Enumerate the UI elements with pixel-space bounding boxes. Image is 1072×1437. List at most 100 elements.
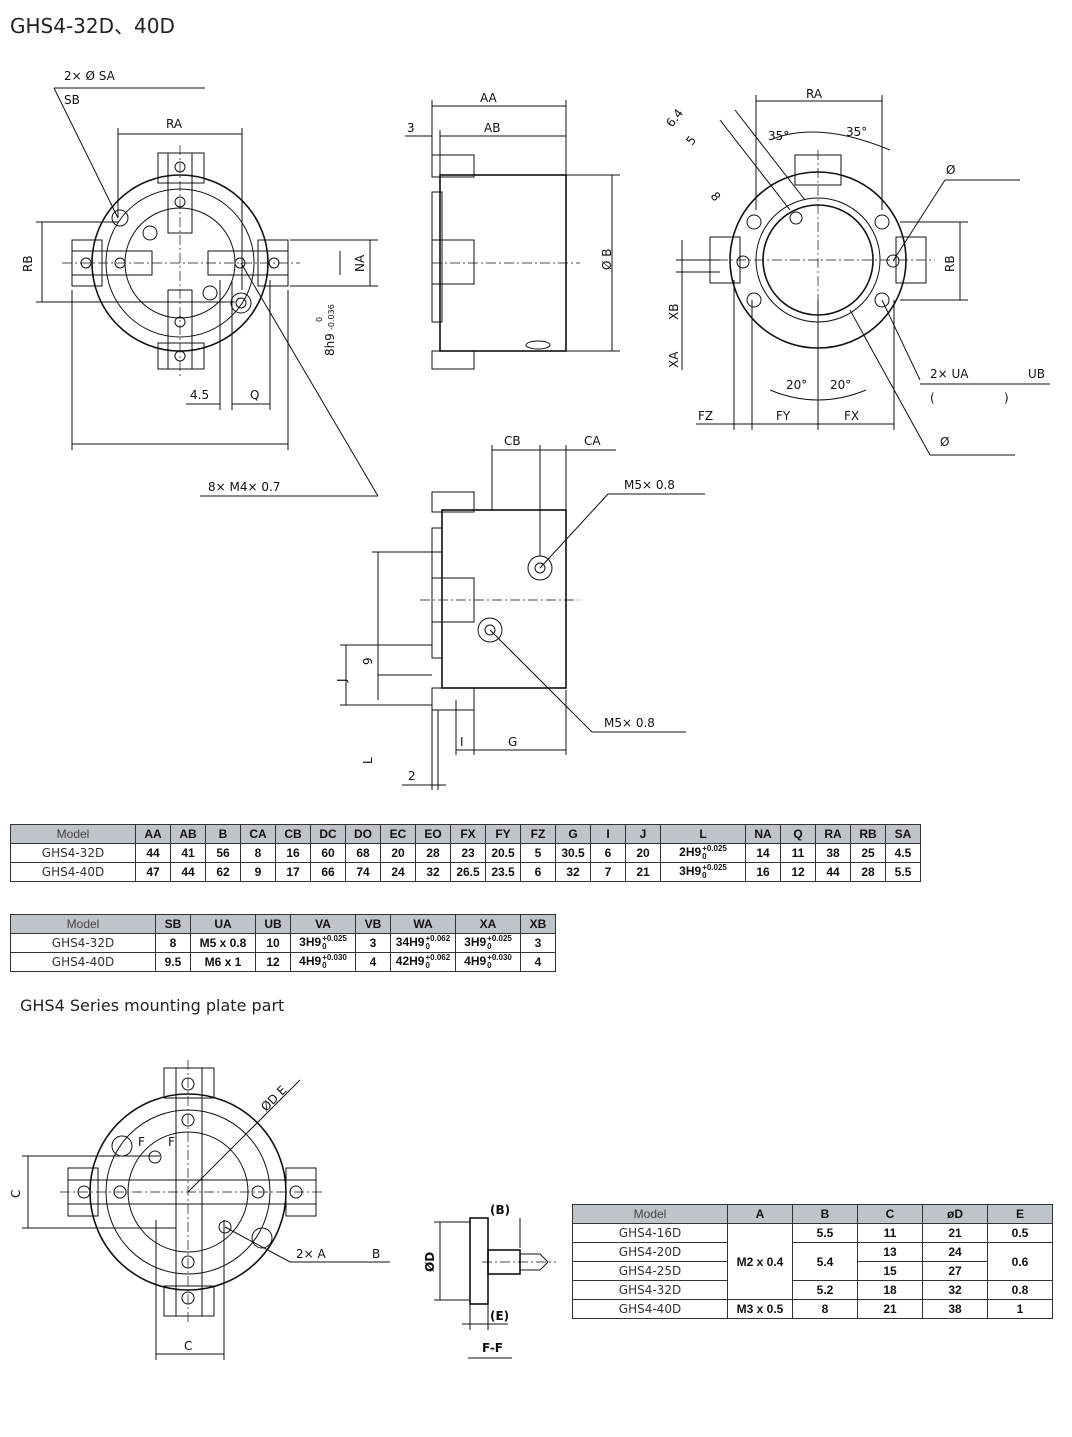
dim-20-right: 20° — [830, 378, 851, 392]
cell-sb: 8 — [155, 933, 191, 953]
col-model: Model — [10, 914, 156, 934]
dim-fx: FX — [844, 409, 859, 423]
cell-a: M2 x 0.4 — [727, 1223, 793, 1300]
cell-cb: 16 — [275, 843, 311, 863]
dim-xa: XA — [667, 351, 681, 368]
cell-do: 74 — [345, 862, 381, 882]
dim-m5-bottom: M5× 0.8 — [604, 716, 655, 730]
cell-i: 7 — [590, 862, 626, 882]
cell-vb: 3 — [355, 933, 391, 953]
cell-cb: 17 — [275, 862, 311, 882]
dim-od-section: ØD — [423, 1252, 437, 1272]
cell-eo: 28 — [415, 843, 451, 863]
col-model: Model — [572, 1204, 728, 1224]
cell-b: 8 — [792, 1299, 858, 1319]
col-model: Model — [10, 824, 136, 844]
col-ua: UA — [190, 914, 256, 934]
cell-sa: 5.5 — [885, 862, 921, 882]
cell-na: 16 — [745, 862, 781, 882]
col-ab: AB — [170, 824, 206, 844]
cell-g: 32 — [555, 862, 591, 882]
cell-j: 21 — [625, 862, 661, 882]
col-ec: EC — [380, 824, 416, 844]
side-view: AA AB 3 Ø B — [405, 91, 620, 370]
cell-fx: 26.5 — [450, 862, 486, 882]
cell-dc: 60 — [310, 843, 346, 863]
cell-i: 6 — [590, 843, 626, 863]
cell-model: GHS4-40D — [572, 1299, 728, 1319]
cell-e: 1 — [987, 1299, 1053, 1319]
col-ra: RA — [815, 824, 851, 844]
back-view: RA 6.4 5 8 35° 35° Ø RB XB XA 2× UA UB (… — [663, 87, 1050, 456]
cell-do: 68 — [345, 843, 381, 863]
front-view: 2× Ø SA SB RA RB NA 8h9 0 -0.036 4.5 Q 8… — [21, 69, 379, 497]
dim-aa: AA — [480, 91, 498, 105]
dim-rb-back: RB — [943, 255, 957, 272]
cell-b: 62 — [205, 862, 241, 882]
cell-c: 11 — [857, 1223, 923, 1243]
dim-m4: 8× M4× 0.7 — [208, 480, 280, 494]
dim-rb-front: RB — [21, 255, 35, 272]
dim-q: Q — [250, 388, 259, 402]
dim-ra-front: RA — [166, 117, 183, 131]
cell-ra: 44 — [815, 862, 851, 882]
dim-sa: 2× Ø SA — [64, 69, 116, 83]
dim-4-5: 4.5 — [190, 388, 209, 402]
cell-fz: 6 — [520, 862, 556, 882]
dim-b: B — [372, 1247, 380, 1261]
cell-c: 21 — [857, 1299, 923, 1319]
col-b: B — [205, 824, 241, 844]
dim-j: J — [335, 678, 349, 683]
col-g: G — [555, 824, 591, 844]
cell-c: 13 — [857, 1242, 923, 1262]
cell-fx: 23 — [450, 843, 486, 863]
col-fx: FX — [450, 824, 486, 844]
dim-ua: 2× UA — [930, 367, 969, 381]
cell-ub: 10 — [255, 933, 291, 953]
dim-20-left: 20° — [786, 378, 807, 392]
dim-f-left: F — [138, 1135, 145, 1149]
cell-model: GHS4-16D — [572, 1223, 728, 1243]
cell-od: 21 — [922, 1223, 988, 1243]
cell-xb: 3 — [520, 933, 556, 953]
cell-model: GHS4-40D — [10, 862, 136, 882]
dim-8: 8 — [708, 189, 724, 204]
dim-5: 5 — [683, 133, 699, 148]
dim-b-paren: (B) — [490, 1203, 510, 1217]
cell-b: 5.4 — [792, 1242, 858, 1281]
cell-rb: 28 — [850, 862, 886, 882]
cell-model: GHS4-40D — [10, 952, 156, 972]
col-ub: UB — [255, 914, 291, 934]
spec-table-3: Model A B C øD E GHS4-16D M2 x 0.4 5.5 1… — [572, 1204, 1053, 1319]
col-e: E — [987, 1204, 1053, 1224]
cell-na: 14 — [745, 843, 781, 863]
cell-b: 56 — [205, 843, 241, 863]
table-row: GHS4-40D M3 x 0.5 8 21 38 1 — [572, 1299, 1053, 1319]
cell-sa: 4.5 — [885, 843, 921, 863]
col-cb: CB — [275, 824, 311, 844]
dim-6-4: 6.4 — [663, 106, 686, 130]
col-aa: AA — [135, 824, 171, 844]
dim-phi-top: Ø — [946, 163, 955, 177]
col-na: NA — [745, 824, 781, 844]
dim-sb: SB — [64, 93, 80, 107]
dim-cb: CB — [504, 434, 521, 448]
dim-ab: AB — [484, 121, 500, 135]
cell-aa: 44 — [135, 843, 171, 863]
dim-phi-bottom: Ø — [940, 435, 949, 449]
cell-ua: M6 x 1 — [190, 952, 256, 972]
cell-e: 0.6 — [987, 1242, 1053, 1281]
col-i: I — [590, 824, 626, 844]
cell-c: 15 — [857, 1261, 923, 1281]
col-c: C — [857, 1204, 923, 1224]
cell-e: 0.8 — [987, 1280, 1053, 1300]
dim-f-right: F — [168, 1135, 175, 1149]
cell-b: 5.5 — [792, 1223, 858, 1243]
